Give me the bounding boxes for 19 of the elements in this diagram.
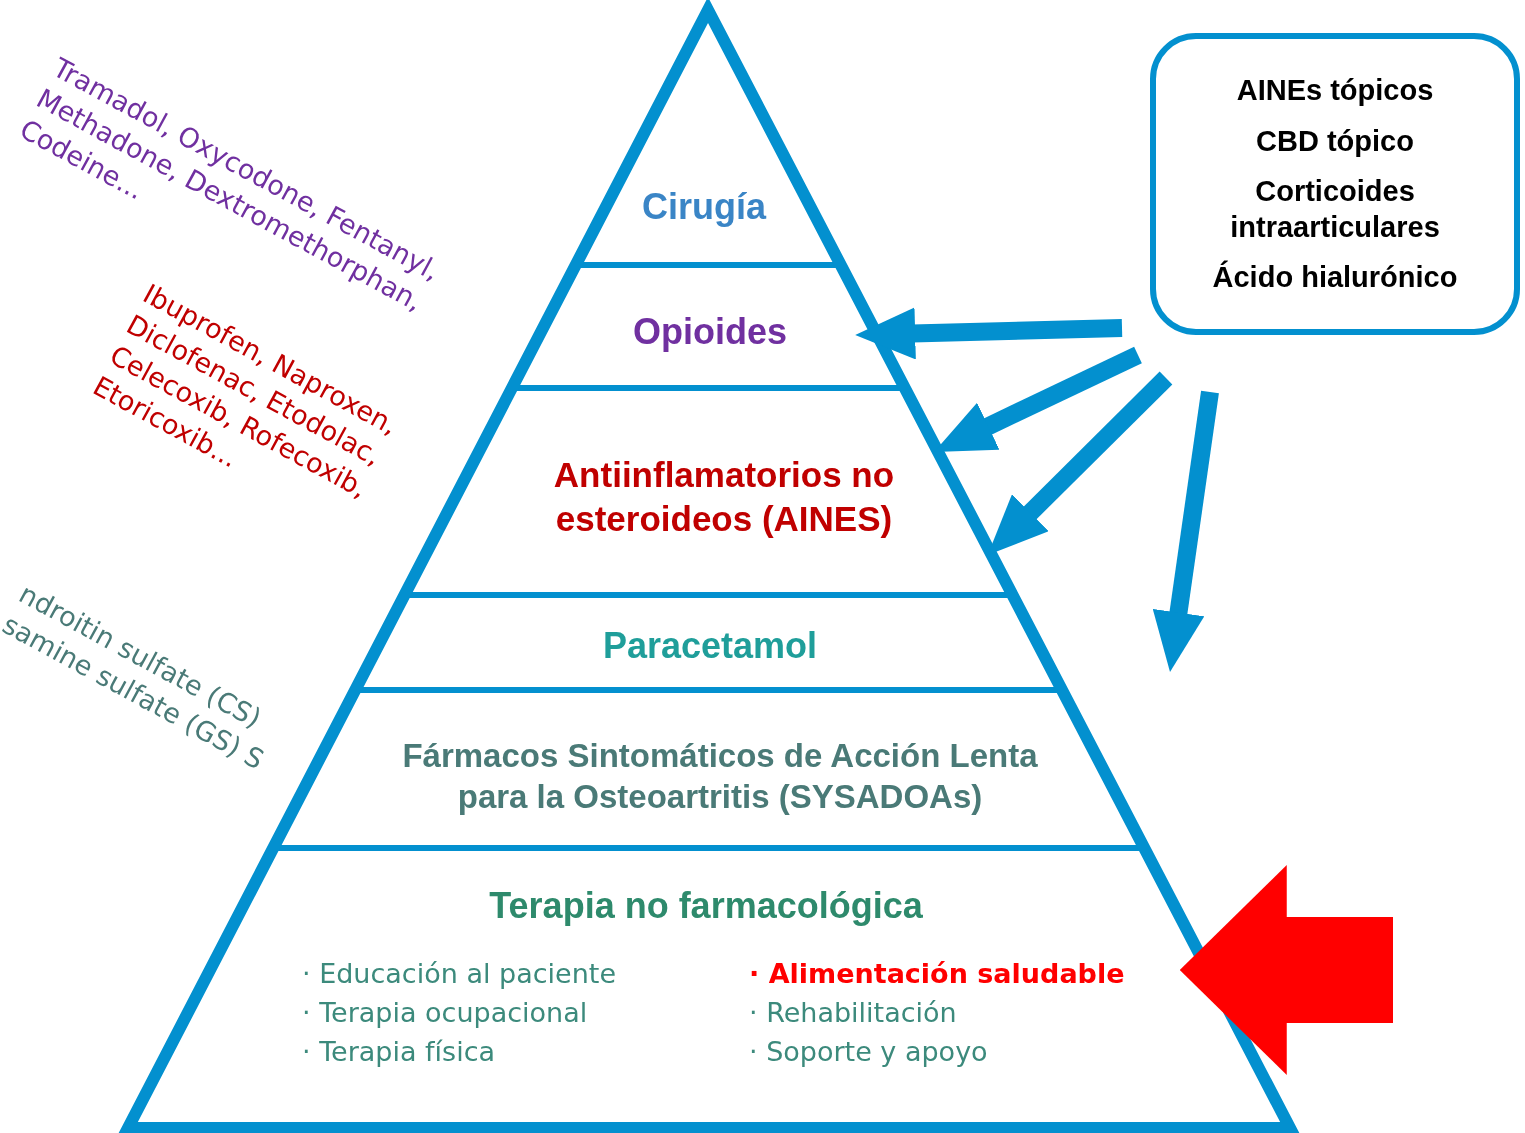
- treatment-text: CBD tópico: [1255, 123, 1415, 159]
- treatment-text: Corticoides intraarticulares: [1229, 173, 1441, 246]
- list-item: · Terapia ocupacional: [302, 996, 588, 1028]
- list-item: · Alimentación saludable: [749, 957, 1125, 989]
- list-item: · Rehabilitación: [749, 996, 957, 1028]
- treatment-text: Ácido hialurónico: [1211, 259, 1459, 296]
- list-item: · Soporte y apoyo: [749, 1035, 988, 1067]
- rounded-box: [1150, 33, 1520, 335]
- treatment-text: AINEs tópicos: [1235, 73, 1435, 109]
- tier-title: Cirugía: [640, 184, 768, 229]
- tier-title: Terapia no farmacológica: [488, 883, 924, 928]
- block-arrow: [1179, 865, 1393, 1075]
- tier-title: Fármacos Sintomáticos de Acción Lenta para la Osteoartritis (SYSADOAs): [401, 735, 1039, 817]
- tier-title: Antiinflamatorios no esteroideos (AINES): [552, 454, 896, 540]
- list-item: · Educación al paciente: [302, 957, 616, 989]
- list-item: · Terapia física: [302, 1035, 496, 1067]
- tier-title: Opioides: [631, 309, 788, 354]
- arrow: [1152, 390, 1219, 672]
- arrow: [855, 307, 1123, 360]
